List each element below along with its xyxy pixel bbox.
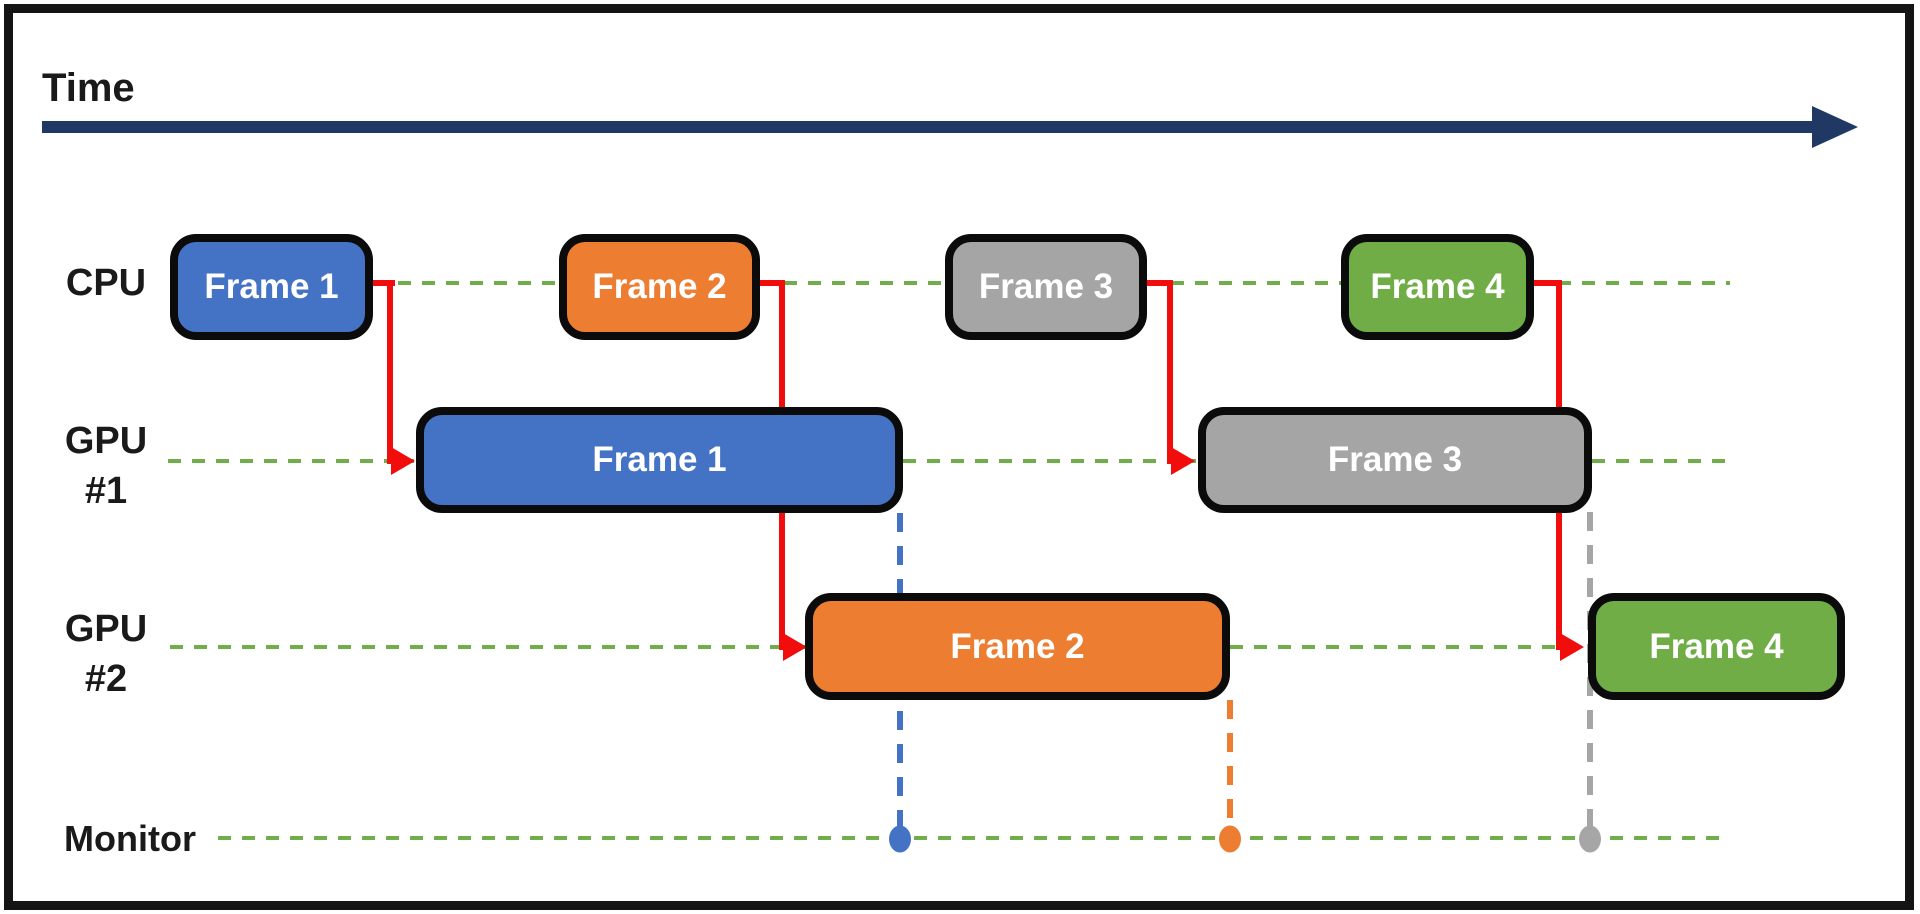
monitor-dot-frame2 — [1219, 825, 1241, 853]
connector3-vertical — [1167, 280, 1173, 464]
gpu1-frame3-label: Frame 3 — [1327, 440, 1463, 479]
connector2-arrowhead-icon — [783, 633, 807, 661]
cpu-frame1-box: Frame 1 — [170, 234, 373, 340]
row-label-gpu2-line2: #2 — [84, 658, 128, 700]
monitor-dot-frame3 — [1579, 825, 1601, 853]
gpu2-timeline-dash-2 — [1230, 645, 1586, 649]
row-label-gpu1: GPU #1 — [58, 416, 154, 516]
time-axis-label: Time — [42, 66, 135, 110]
connector4-arrowhead-icon — [1560, 633, 1584, 661]
gpu2-frame2-label: Frame 2 — [950, 626, 1085, 666]
connector1-horizontal — [373, 280, 395, 286]
connector1-vertical — [387, 280, 393, 464]
row-label-gpu1-line1: GPU — [64, 420, 148, 462]
cpu-frame3-box: Frame 3 — [945, 234, 1147, 340]
row-label-cpu: CPU — [65, 262, 147, 304]
cpu-timeline-dash-4 — [1534, 281, 1730, 285]
cpu-frame3-label: Frame 3 — [978, 267, 1114, 306]
cpu-frame2-box: Frame 2 — [559, 234, 760, 340]
gpu2-frame4-label: Frame 4 — [1649, 626, 1784, 666]
cpu-frame4-label: Frame 4 — [1370, 267, 1505, 306]
cpu-frame2-label: Frame 2 — [592, 267, 727, 306]
row-label-gpu2-line1: GPU — [64, 608, 148, 650]
cpu-timeline-dash-2 — [760, 281, 945, 285]
connector3-arrowhead-icon — [1171, 447, 1195, 475]
connector1-arrowhead-icon — [391, 447, 415, 475]
cpu-timeline-dash-1 — [374, 281, 560, 285]
gpu2-timeline-dash-1 — [170, 645, 806, 649]
row-label-gpu1-line2: #1 — [84, 470, 128, 512]
time-arrow-head-icon — [1812, 106, 1858, 148]
cpu-frame1-label: Frame 1 — [204, 267, 339, 306]
monitor-timeline-dash — [218, 836, 1720, 840]
row-label-monitor: Monitor — [64, 818, 196, 859]
cpu-frame4-box: Frame 4 — [1341, 234, 1534, 340]
frame2-present-dash — [1227, 700, 1233, 838]
gpu2-frame4-box: Frame 4 — [1588, 593, 1845, 700]
connector4-horizontal — [1534, 280, 1560, 286]
gpu1-timeline-dash-2 — [903, 459, 1196, 463]
diagram-border — [4, 4, 1914, 910]
cpu-timeline-dash-3 — [1147, 281, 1341, 285]
gpu1-frame1-label: Frame 1 — [592, 440, 727, 479]
connector3-horizontal — [1147, 280, 1171, 286]
time-arrow-shaft — [42, 121, 1814, 133]
gpu1-frame1-box: Frame 1 — [416, 407, 903, 513]
gpu1-timeline-dash-1 — [168, 459, 414, 463]
gpu1-timeline-dash-3 — [1592, 459, 1730, 463]
row-label-gpu2: GPU #2 — [58, 604, 154, 704]
gpu1-frame3-box: Frame 3 — [1198, 407, 1592, 513]
gpu2-frame2-box: Frame 2 — [805, 593, 1230, 700]
connector2-horizontal — [760, 280, 784, 286]
monitor-dot-frame1 — [889, 825, 911, 853]
